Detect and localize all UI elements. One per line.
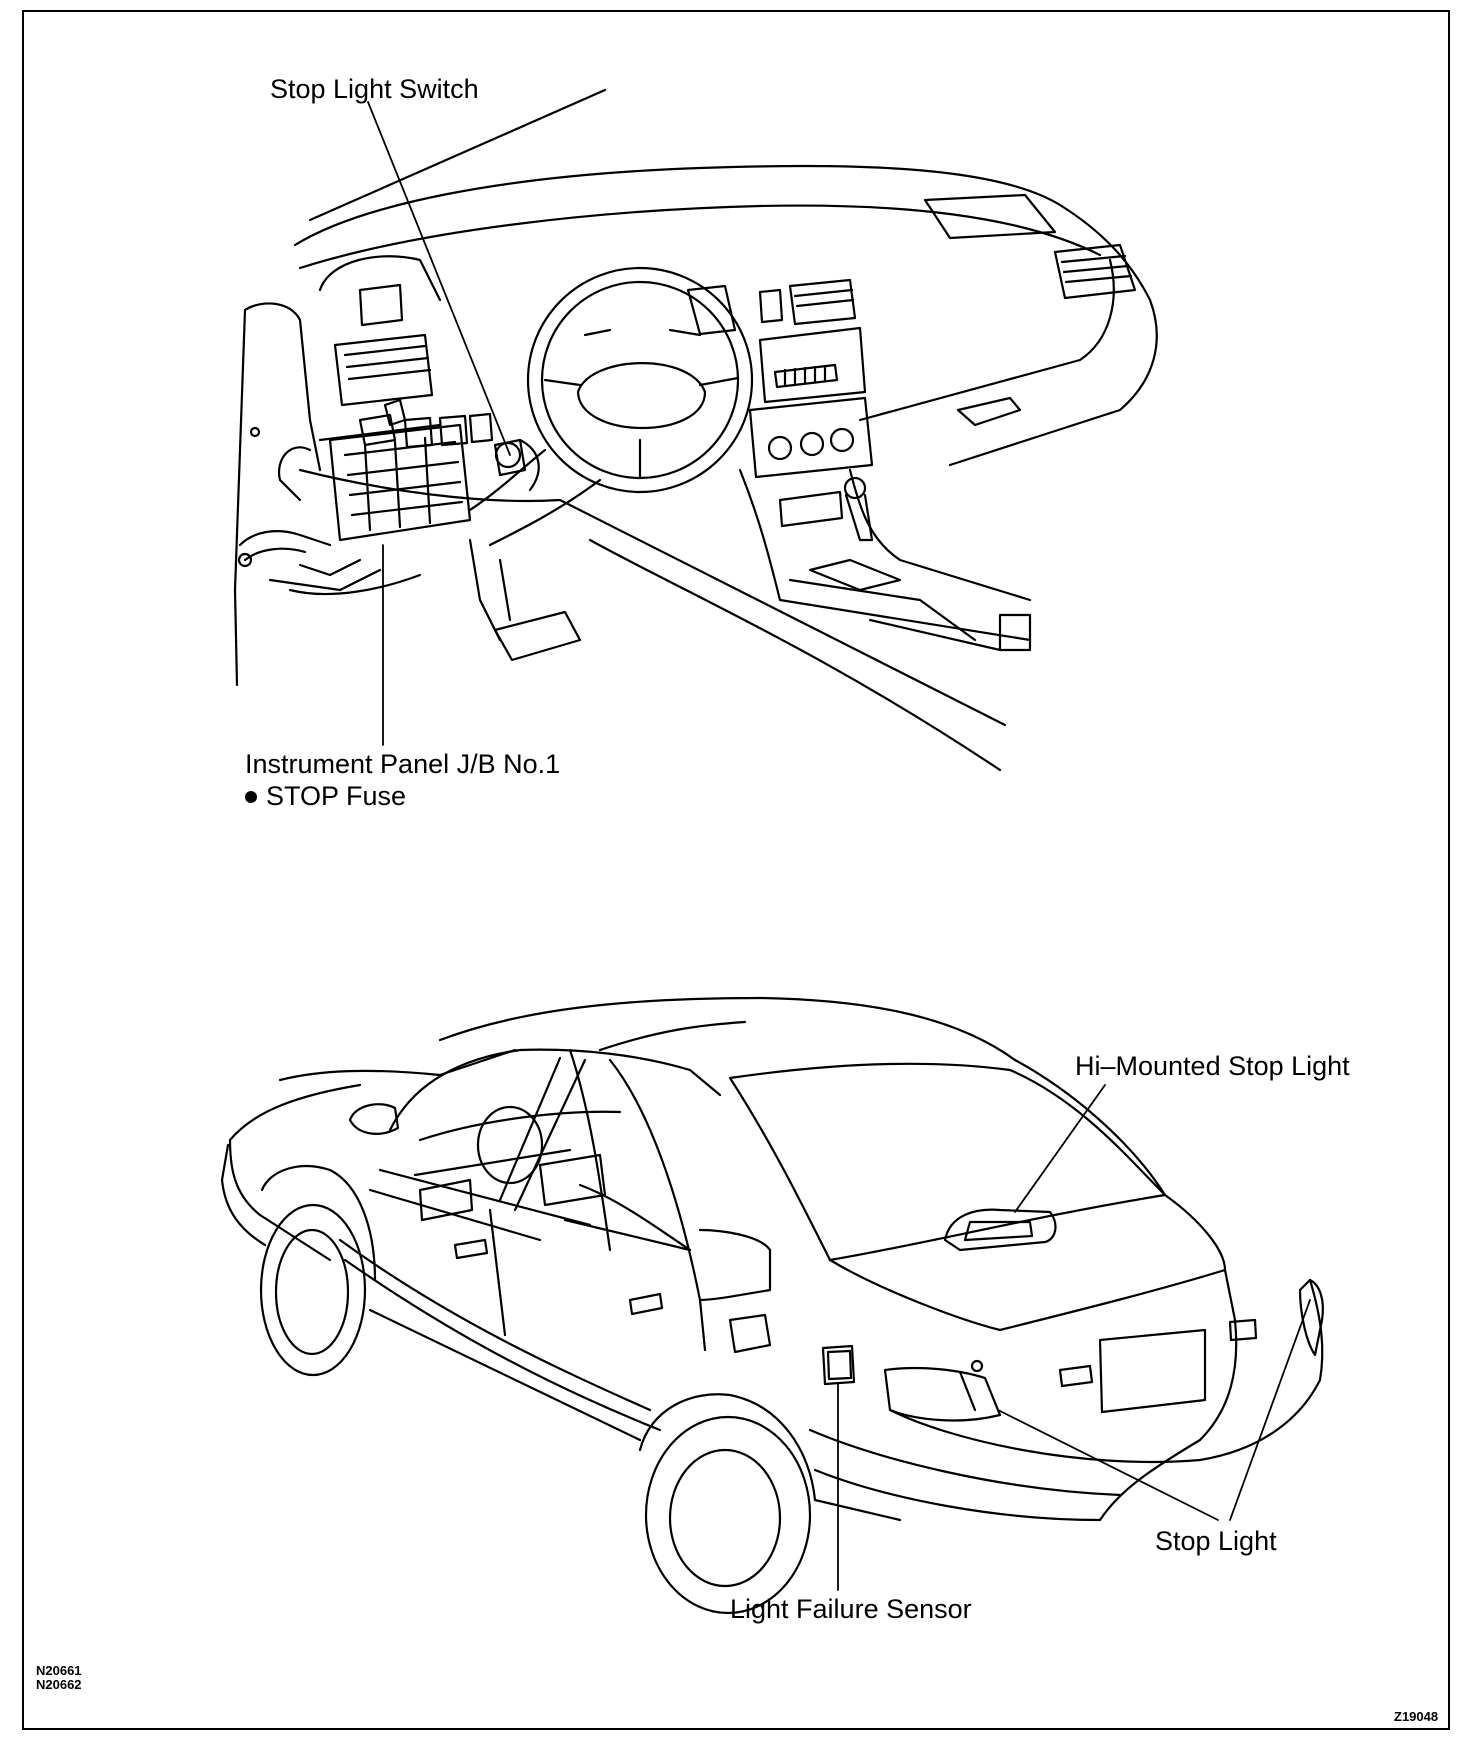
reference-code-bottom: N20662	[36, 1677, 82, 1692]
instrument-panel-jb-label: Instrument Panel J/B No.1	[245, 749, 561, 779]
bullet-icon	[245, 791, 257, 803]
stop-light-switch-label: Stop Light Switch	[270, 74, 479, 104]
stop-fuse-item: STOP Fuse	[245, 780, 406, 812]
diagram-frame	[22, 10, 1450, 1730]
figure-id: Z19048	[1394, 1709, 1439, 1724]
light-failure-sensor-label: Light Failure Sensor	[730, 1594, 972, 1624]
dashboard-illustration	[233, 88, 1158, 772]
stop-fuse-label: STOP Fuse	[266, 781, 407, 811]
hi-mounted-stop-light-label: Hi–Mounted Stop Light	[1075, 1051, 1350, 1081]
car-illustration	[220, 996, 1324, 1615]
dashboard-leader-lines	[367, 101, 511, 746]
reference-code-top: N20661	[36, 1663, 82, 1678]
stop-light-label: Stop Light	[1155, 1526, 1277, 1556]
car-leader-lines	[837, 1084, 1311, 1591]
